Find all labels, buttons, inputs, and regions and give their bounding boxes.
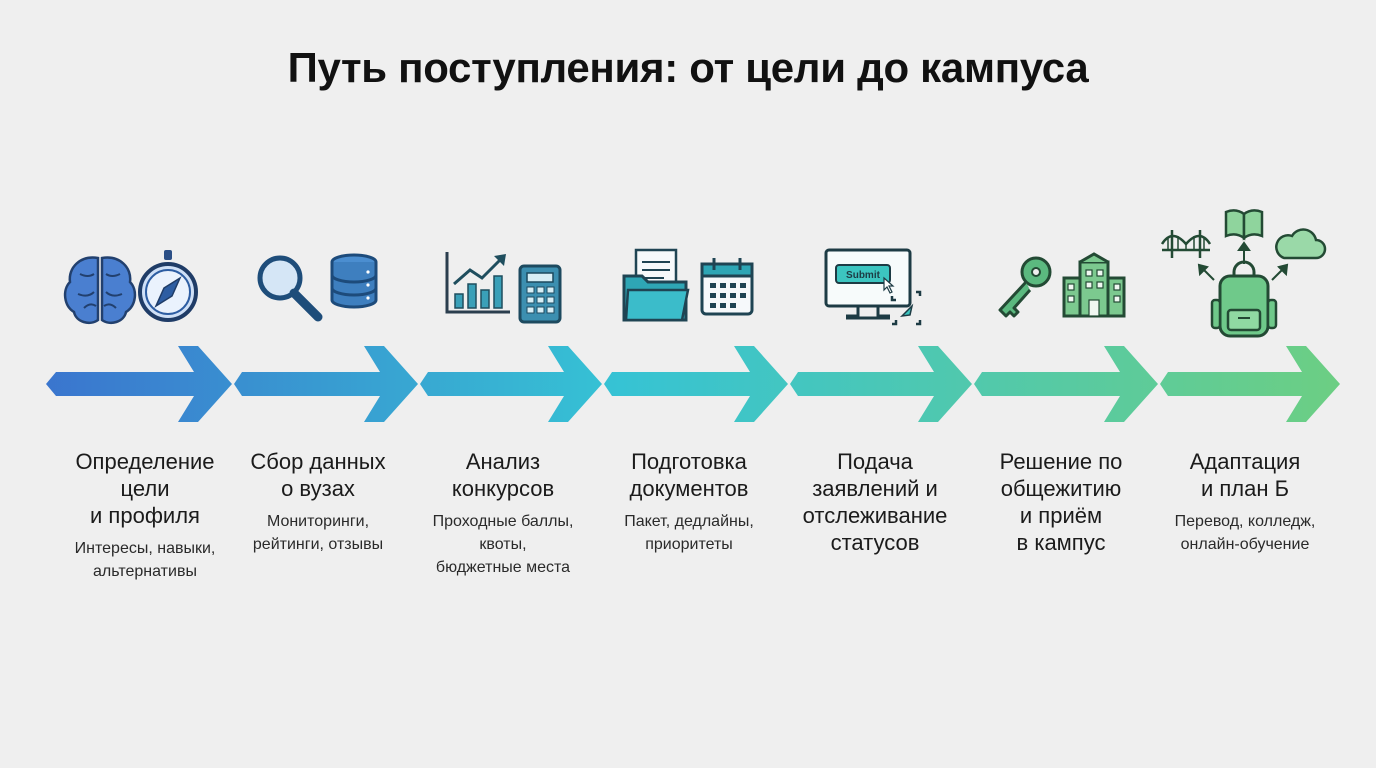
flow-arrow-7 (1160, 346, 1340, 422)
flow-arrow-2 (234, 346, 418, 422)
step-title: Адаптация и план Б (1189, 449, 1301, 501)
flow-arrow-4 (604, 346, 788, 422)
backpack-icon (1210, 260, 1278, 338)
step-description: Перевод, колледж, онлайн-обучение (1174, 513, 1316, 553)
database-icon (330, 253, 378, 309)
submit-monitor-icon: Submit (824, 248, 922, 326)
folder-documents-icon (622, 248, 690, 322)
compass-icon (138, 250, 198, 322)
submit-button-label: Submit (846, 270, 881, 281)
step-description: Проходные баллы, квоты, бюджетные места (432, 513, 574, 576)
key-icon (998, 256, 1052, 318)
flow-arrow-5 (790, 346, 972, 422)
flow-arrow-1 (46, 346, 232, 422)
step-4: Подготовка документов Пакет, дедлайны, п… (596, 448, 782, 556)
dormitory-building-icon (1062, 252, 1126, 318)
step-7: Адаптация и план Б Перевод, колледж, онл… (1152, 448, 1338, 556)
cloud-icon (1275, 228, 1327, 260)
flow-arrow-6 (974, 346, 1158, 422)
step-title: Сбор данных о вузах (250, 449, 386, 501)
book-icon (1224, 209, 1264, 241)
brain-icon (63, 256, 137, 324)
step-2: Сбор данных о вузах Мониторинги, рейтинг… (225, 448, 411, 556)
bridge-icon (1160, 230, 1212, 258)
calculator-icon (518, 264, 562, 324)
step-description: Интересы, навыки, альтернативы (74, 540, 216, 580)
step-title: Подача заявлений и отслеживание статусов (802, 449, 948, 555)
step-3: Анализ конкурсов Проходные баллы, квоты,… (410, 448, 596, 579)
flow-arrow-3 (420, 346, 602, 422)
step-title: Анализ конкурсов (451, 449, 555, 501)
step-5: Подача заявлений и отслеживание статусов (782, 448, 968, 556)
step-title: Определение цели и профиля (75, 449, 215, 528)
step-6: Решение по общежитию и приём в кампус (968, 448, 1154, 556)
step-title: Подготовка документов (629, 449, 749, 501)
branch-arrows (1197, 241, 1289, 281)
step-1: Определение цели и профиля Интересы, нав… (52, 448, 238, 583)
step-description: Пакет, дедлайны, приоритеты (624, 513, 754, 553)
step-description: Мониторинги, рейтинги, отзывы (252, 513, 384, 553)
calendar-icon (700, 258, 754, 316)
process-arrows (46, 346, 1340, 422)
magnifier-icon (257, 255, 323, 322)
page-title: Путь поступления: от цели до кампуса (287, 44, 1089, 91)
step-title: Решение по общежитию и приём в кампус (999, 449, 1123, 555)
growth-chart-icon (445, 252, 510, 314)
